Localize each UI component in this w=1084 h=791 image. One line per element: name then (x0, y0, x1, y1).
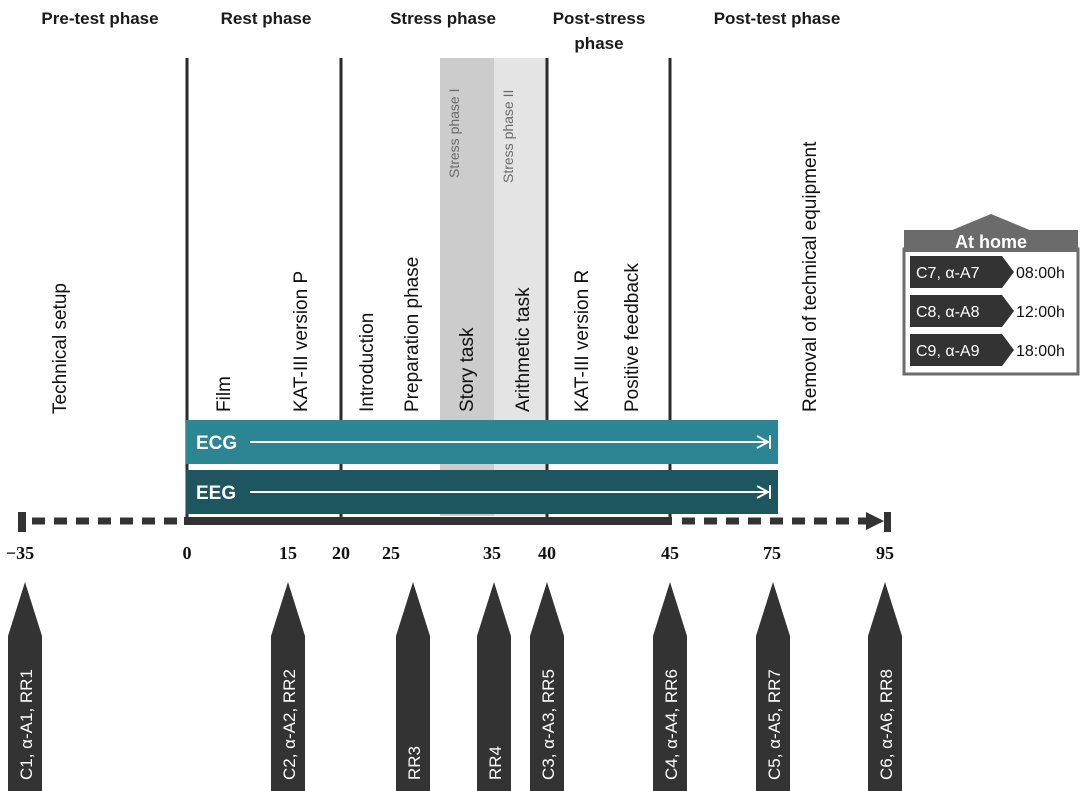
tick-label: 35 (483, 543, 501, 563)
eeg-arrow (250, 485, 771, 499)
stress-phase-2-label: Stress phase II (500, 90, 516, 183)
activity-kat-p: KAT-III version P (291, 271, 312, 412)
tick-label: −35 (6, 543, 34, 563)
measurement-label: RR4 (486, 746, 505, 780)
tick-label: 95 (876, 543, 894, 563)
activity-arithmetic-task: Arithmetic task (513, 287, 534, 412)
at-home-panel: At home C7, α-A7 08:00h C8, α-A8 12:00h … (902, 214, 1080, 376)
measurement-label: C1, α-A1, RR1 (17, 669, 36, 780)
measurement-arrow-2: C2, α-A2, RR2 (271, 582, 305, 791)
ecg-label: ECG (196, 433, 237, 454)
stress-phase-1-label: Stress phase I (446, 89, 462, 179)
home-row-time: 12:00h (1016, 304, 1065, 321)
measurement-arrow-5: C3, α-A3, RR5 (530, 582, 564, 791)
measurement-arrows: C1, α-A1, RR1 C2, α-A2, RR2 RR3 RR4 C3, … (8, 582, 902, 791)
measurement-label: C2, α-A2, RR2 (280, 669, 299, 780)
measurement-label: RR3 (405, 746, 424, 780)
activity-story-task: Story task (457, 327, 478, 412)
at-home-title: At home (955, 232, 1027, 252)
axis-arrowhead (866, 512, 884, 530)
phase-header-rest: Rest phase (221, 9, 312, 28)
phase-header-posttest: Post-test phase (714, 9, 841, 28)
activity-preparation: Preparation phase (402, 257, 423, 412)
tick-label: 25 (382, 543, 400, 563)
tick-label: 75 (763, 543, 781, 563)
phase-header-pretest: Pre-test phase (41, 9, 158, 28)
tick-label: 15 (279, 543, 297, 563)
tick-label: 20 (332, 543, 350, 563)
phase-header-poststress-line1: Post-stress (553, 9, 646, 28)
home-row-label: C9, α-A9 (916, 343, 980, 360)
tick-label: 0 (183, 543, 192, 563)
measurement-label: C5, α-A5, RR7 (765, 669, 784, 780)
activity-film: Film (214, 376, 235, 412)
measurement-label: C3, α-A3, RR5 (539, 669, 558, 780)
tick-label: 45 (661, 543, 679, 563)
tick-labels: −35 0 15 20 25 35 40 45 75 95 (6, 543, 894, 563)
measurement-arrow-7: C5, α-A5, RR7 (756, 582, 790, 791)
home-row-label: C7, α-A7 (916, 265, 980, 282)
home-row-time: 08:00h (1016, 265, 1065, 282)
home-row-time: 18:00h (1016, 343, 1065, 360)
activity-removal: Removal of technical equipment (800, 141, 821, 412)
measurement-arrow-6: C4, α-A4, RR6 (653, 582, 687, 791)
phase-header-poststress-line2: phase (574, 34, 623, 53)
activity-introduction: Introduction (357, 313, 378, 412)
phase-header-stress: Stress phase (390, 9, 496, 28)
at-home-title-bar (904, 230, 1078, 252)
home-row-1: C7, α-A7 08:00h (910, 256, 1065, 288)
tick-label: 40 (538, 543, 556, 563)
activity-kat-r: KAT-III version R (572, 270, 593, 412)
ecg-arrow (250, 435, 771, 449)
measurement-label: C4, α-A4, RR6 (662, 669, 681, 780)
home-row-2: C8, α-A8 12:00h (910, 295, 1065, 327)
eeg-label: EEG (196, 483, 236, 504)
time-axis (18, 512, 891, 532)
measurement-arrow-8: C6, α-A6, RR8 (868, 582, 902, 791)
home-row-3: C9, α-A9 18:00h (910, 334, 1065, 366)
axis-end-cap (884, 512, 891, 532)
home-row-label: C8, α-A8 (916, 304, 980, 321)
measurement-arrow-3: RR3 (396, 582, 430, 791)
activity-positive-feedback: Positive feedback (622, 263, 643, 412)
activity-technical-setup: Technical setup (50, 283, 71, 414)
measurement-arrow-4: RR4 (477, 582, 511, 791)
measurement-arrow-1: C1, α-A1, RR1 (8, 582, 42, 791)
axis-start-cap (18, 512, 26, 532)
measurement-label: C6, α-A6, RR8 (877, 669, 896, 780)
